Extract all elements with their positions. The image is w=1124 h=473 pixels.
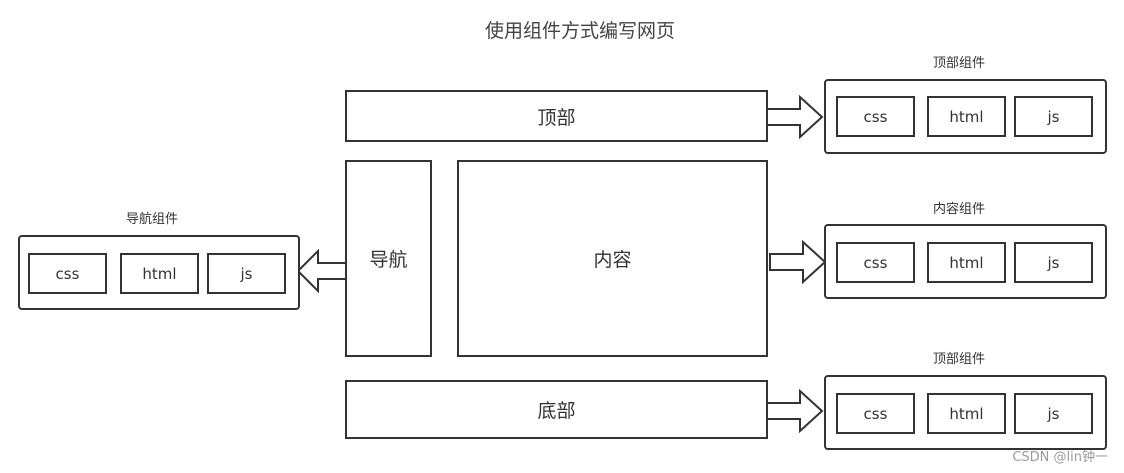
block-nav: 导航 xyxy=(345,160,432,357)
group-nav-label: 导航组件 xyxy=(125,212,178,227)
group-nav-chip-css: css xyxy=(28,253,107,294)
group-content-chip-js: js xyxy=(1014,242,1093,283)
group-bottom-chip-js: js xyxy=(1014,393,1093,434)
diagram-title: 使用组件方式编写网页 xyxy=(484,20,675,42)
arrow-top-to-group xyxy=(766,95,824,139)
group-nav-chip-html: html xyxy=(120,253,199,294)
group-bottom-chip-css: css xyxy=(836,393,915,434)
group-content-chip-css: css xyxy=(836,242,915,283)
group-nav-chip-js: js xyxy=(207,253,286,294)
block-top: 顶部 xyxy=(345,90,768,142)
arrow-content-to-group xyxy=(769,240,827,284)
group-top-label: 顶部组件 xyxy=(932,56,985,71)
group-top: css html js xyxy=(824,79,1107,154)
block-top-label: 顶部 xyxy=(537,106,576,129)
group-content-label: 内容组件 xyxy=(932,202,985,217)
arrow-nav-to-group xyxy=(296,249,347,293)
arrow-bottom-to-group xyxy=(766,389,824,433)
block-content-label: 内容 xyxy=(593,249,632,271)
group-nav: css html js xyxy=(18,235,300,310)
group-bottom: css html js xyxy=(824,375,1107,450)
watermark: CSDN @lin钟一 xyxy=(1012,450,1108,465)
block-bottom: 底部 xyxy=(345,380,768,439)
group-content-chip-html: html xyxy=(927,242,1006,283)
group-content: css html js xyxy=(824,224,1107,299)
group-top-chip-html: html xyxy=(927,96,1006,137)
block-content: 内容 xyxy=(457,160,768,357)
group-bottom-label: 顶部组件 xyxy=(932,352,985,367)
group-top-chip-css: css xyxy=(836,96,915,137)
block-nav-label: 导航 xyxy=(369,249,408,271)
group-top-chip-js: js xyxy=(1014,96,1093,137)
group-bottom-chip-html: html xyxy=(927,393,1006,434)
block-bottom-label: 底部 xyxy=(537,400,576,422)
